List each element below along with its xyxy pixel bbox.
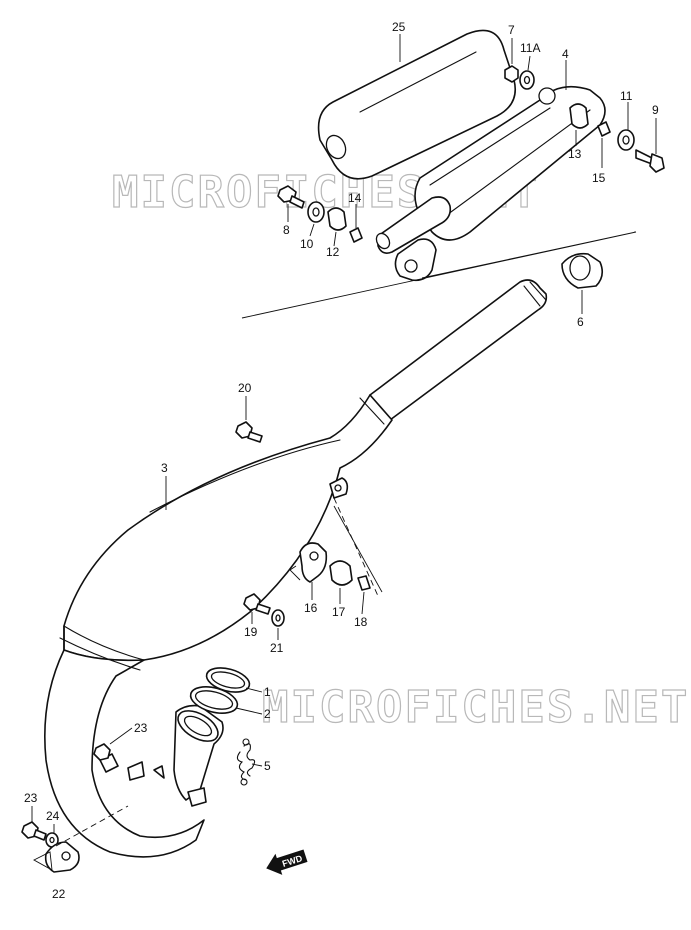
- part-25-silencer-packing[interactable]: [317, 29, 516, 180]
- label-14: 14: [348, 191, 362, 205]
- bracket-22-leader: [33, 851, 53, 871]
- part-23-bolt-upper[interactable]: [93, 743, 111, 761]
- label-23-lower: 23: [24, 791, 38, 805]
- part-6-joint-seal[interactable]: [561, 252, 604, 289]
- label-21: 21: [270, 641, 284, 655]
- part-23-bolt-lower[interactable]: [21, 821, 47, 841]
- label-24: 24: [46, 809, 60, 823]
- part-5-spring[interactable]: [236, 738, 256, 786]
- label-1: 1: [264, 685, 271, 699]
- part-12-grommet[interactable]: [327, 207, 347, 231]
- part-18-collar[interactable]: [357, 575, 371, 591]
- label-20: 20: [238, 381, 252, 395]
- label-8: 8: [283, 223, 290, 237]
- joint-leader-triangle: [241, 231, 637, 319]
- tab-leader: [333, 505, 383, 593]
- label-11: 11: [620, 89, 633, 103]
- label-6: 6: [577, 315, 584, 329]
- tab-dash-line: [333, 497, 379, 597]
- part-8-bolt[interactable]: [277, 185, 305, 209]
- fwd-arrow-icon: FWD: [266, 849, 308, 875]
- leader-lines: [31, 34, 657, 834]
- part-20-bolt[interactable]: [235, 421, 263, 443]
- label-19: 19: [244, 625, 258, 639]
- part-2-gasket[interactable]: [188, 682, 241, 718]
- label-2: 2: [264, 707, 271, 721]
- part-17-grommet[interactable]: [329, 560, 353, 586]
- label-10: 10: [300, 237, 314, 251]
- label-25: 25: [392, 20, 406, 34]
- part-11-washer[interactable]: [617, 129, 635, 151]
- label-12: 12: [326, 245, 340, 259]
- part-16-bracket[interactable]: [299, 542, 328, 583]
- part-7-nut[interactable]: [504, 65, 519, 83]
- part-1-gasket[interactable]: [204, 664, 252, 697]
- label-11a: 11A: [520, 41, 540, 55]
- label-7: 7: [508, 23, 515, 37]
- part-19-bolt[interactable]: [243, 593, 271, 615]
- label-4: 4: [562, 47, 569, 61]
- part-21-washer[interactable]: [271, 609, 285, 627]
- bracket-leader: [289, 565, 301, 581]
- label-23-upper: 23: [134, 721, 148, 735]
- bracket-22-dash: [55, 805, 129, 847]
- part-4-silencer-body[interactable]: [374, 85, 606, 282]
- part-14-collar[interactable]: [349, 227, 363, 243]
- part-13-grommet[interactable]: [569, 103, 589, 129]
- label-17: 17: [332, 605, 346, 619]
- label-13: 13: [568, 147, 582, 161]
- part-11a-washer[interactable]: [519, 70, 535, 90]
- label-22: 22: [52, 887, 66, 901]
- label-5: 5: [264, 759, 271, 773]
- label-18: 18: [354, 615, 368, 629]
- part-9-bolt[interactable]: [635, 149, 665, 173]
- part-22-bracket[interactable]: [44, 841, 80, 873]
- part-labels: 25 7 11A 4 11 9 13 15 14 8 10 12 6 20 3 …: [24, 20, 659, 901]
- label-3: 3: [161, 461, 168, 475]
- label-16: 16: [304, 601, 318, 615]
- part-3-exhaust-pipe[interactable]: [44, 279, 548, 858]
- part-15-collar[interactable]: [597, 121, 611, 137]
- watermark-bottom: MICROFICHES.NET: [262, 682, 689, 733]
- label-15: 15: [592, 171, 606, 185]
- label-9: 9: [652, 103, 659, 117]
- part-10-washer[interactable]: [307, 201, 325, 223]
